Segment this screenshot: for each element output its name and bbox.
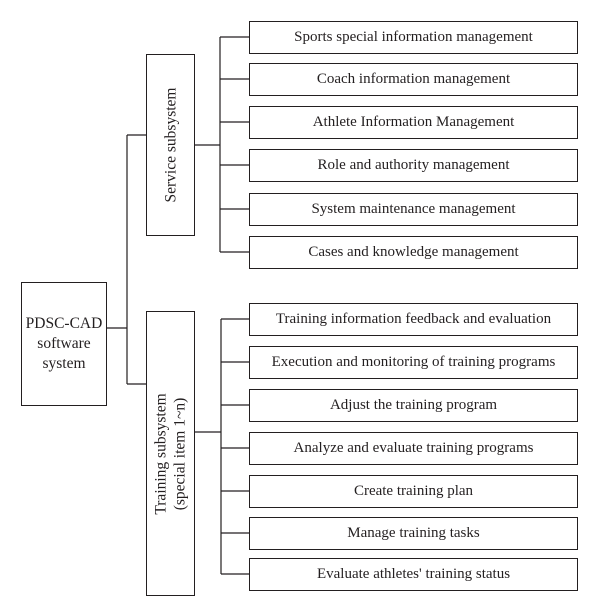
root-system-box: PDSC-CAD software system — [21, 282, 107, 406]
training-item-label: Analyze and evaluate training programs — [293, 440, 534, 457]
training-item-box: Analyze and evaluate training programs — [249, 432, 578, 465]
training-subsystem-label-line1: Training subsystem — [152, 392, 170, 515]
root-line-2: software — [37, 334, 91, 352]
service-item-label: Role and authority management — [317, 157, 510, 174]
service-item-label: Cases and knowledge management — [308, 244, 519, 261]
service-item-box: Coach information management — [249, 63, 578, 96]
service-item-box: Cases and knowledge management — [249, 236, 578, 269]
training-item-label: Evaluate athletes' training status — [316, 566, 511, 583]
service-item-label: Coach information management — [316, 71, 511, 88]
service-item-box: System maintenance management — [249, 193, 578, 226]
training-item-label: Execution and monitoring of training pro… — [271, 354, 556, 371]
training-item-label: Adjust the training program — [329, 397, 498, 414]
training-item-label: Training information feedback and evalua… — [275, 311, 552, 328]
service-subsystem-box: Service subsystem — [146, 54, 195, 236]
training-item-box: Evaluate athletes' training status — [249, 558, 578, 591]
service-item-box: Role and authority management — [249, 149, 578, 182]
service-subsystem-label: Service subsystem — [161, 87, 179, 203]
training-subsystem-box: Training subsystem (special item 1~n) — [146, 311, 195, 596]
training-subsystem-label: Training subsystem (special item 1~n) — [151, 393, 190, 514]
service-item-label: Athlete Information Management — [312, 114, 515, 131]
service-item-box: Athlete Information Management — [249, 106, 578, 139]
training-item-box: Training information feedback and evalua… — [249, 303, 578, 336]
training-item-box: Execution and monitoring of training pro… — [249, 346, 578, 379]
training-item-box: Create training plan — [249, 475, 578, 508]
training-item-label: Create training plan — [353, 483, 474, 500]
service-item-label: Sports special information management — [294, 29, 533, 46]
root-line-3: system — [42, 355, 86, 373]
training-item-label: Manage training tasks — [347, 525, 480, 542]
service-item-label: System maintenance management — [311, 201, 516, 218]
training-subsystem-label-line2: (special item 1~n) — [171, 397, 189, 510]
service-item-box: Sports special information management — [249, 21, 578, 54]
training-item-box: Adjust the training program — [249, 389, 578, 422]
training-item-box: Manage training tasks — [249, 517, 578, 550]
root-line-1: PDSC-CAD — [25, 314, 103, 332]
